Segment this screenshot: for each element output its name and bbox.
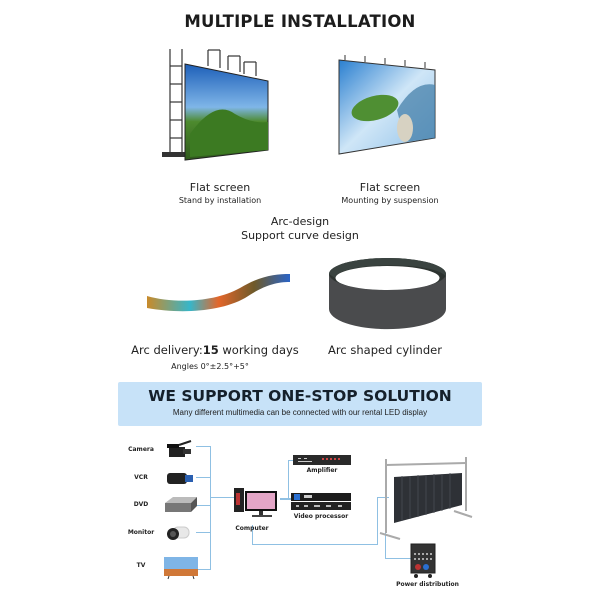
truss-led-screen xyxy=(378,455,473,540)
cylinder-title: Arc shaped cylinder xyxy=(328,343,442,357)
arc-section-subtitle: Support curve design xyxy=(241,229,359,242)
cylinder-screen xyxy=(325,254,450,334)
one-stop-banner xyxy=(118,382,482,426)
camera-icon xyxy=(167,440,192,457)
source-monitor: Monitor xyxy=(125,522,200,544)
source-camera: Camera xyxy=(125,440,200,460)
arc-panel xyxy=(145,266,295,316)
truss-led-screen-icon xyxy=(379,457,473,540)
video-processor-icon xyxy=(291,493,351,510)
amplifier-label: Amplifier xyxy=(306,467,338,474)
amplifier: Amplifier xyxy=(292,453,352,481)
power-distribution-icon xyxy=(410,543,436,578)
arc-angles: Angles 0°±2.5°+5° xyxy=(171,362,249,371)
installation-stand xyxy=(160,44,275,166)
video-processor-label: Video processor xyxy=(293,513,349,520)
power-distribution: Power distribution xyxy=(395,543,470,593)
tv-icon xyxy=(164,557,198,580)
banner-subtitle: Many different multimedia can be connect… xyxy=(172,408,428,417)
computer: Computer xyxy=(232,485,282,535)
source-label: DVD xyxy=(133,501,149,508)
installation-stand-subtitle: Stand by installation xyxy=(178,196,262,205)
curved-panel-icon xyxy=(147,274,290,312)
camcorder-icon xyxy=(167,473,193,484)
installation-suspension-title: Flat screen xyxy=(359,181,421,194)
source-vcr: VCR xyxy=(125,468,200,488)
led-wall-stand-icon xyxy=(162,49,269,161)
installation-suspension xyxy=(335,50,445,160)
dvd-player-icon xyxy=(165,497,197,512)
source-tv: TV xyxy=(125,556,200,580)
source-label: Camera xyxy=(128,446,154,453)
computer-icon xyxy=(234,488,277,517)
power-distribution-label: Power distribution xyxy=(396,581,459,588)
amplifier-icon xyxy=(293,455,351,465)
installation-suspension-subtitle: Mounting by suspension xyxy=(341,196,439,205)
banner-title: WE SUPPORT ONE-STOP SOLUTION xyxy=(148,387,452,405)
computer-label: Computer xyxy=(235,525,269,532)
video-processor: Video processor xyxy=(290,492,352,524)
led-wall-hanging-icon xyxy=(338,55,436,155)
security-camera-icon xyxy=(167,526,190,540)
source-label: TV xyxy=(136,562,146,569)
installation-stand-title: Flat screen xyxy=(189,181,251,194)
arc-delivery-title: Arc delivery:15 working days xyxy=(131,343,299,357)
arc-section-title: Arc-design xyxy=(270,215,330,228)
source-dvd: DVD xyxy=(125,495,200,515)
page-title: MULTIPLE INSTALLATION xyxy=(184,12,416,31)
source-label: VCR xyxy=(134,474,148,481)
source-label: Monitor xyxy=(127,529,155,536)
cylinder-screen-icon xyxy=(329,258,446,330)
